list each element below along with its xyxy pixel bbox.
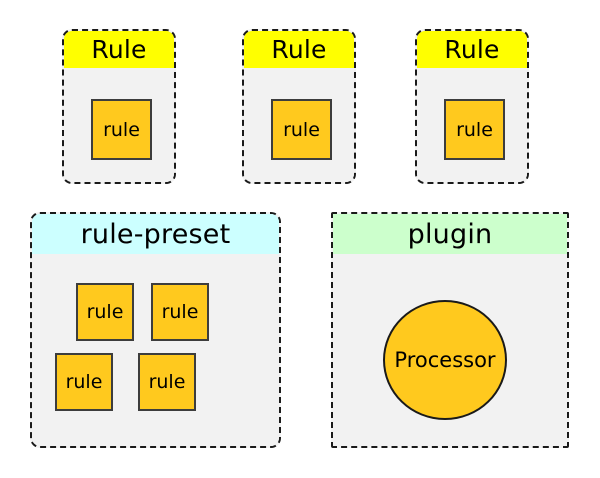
rule-card-1: Rule rule bbox=[62, 29, 176, 184]
rule-preset-node-2: rule bbox=[151, 283, 209, 341]
rule-card-1-node: rule bbox=[91, 99, 152, 160]
processor-node: Processor bbox=[383, 300, 507, 420]
rule-preset-node-1: rule bbox=[76, 283, 134, 341]
plugin-group: plugin Processor bbox=[331, 212, 569, 448]
rule-card-1-title: Rule bbox=[64, 31, 174, 68]
rule-card-3-title: Rule bbox=[417, 31, 527, 68]
rule-card-2-title: Rule bbox=[244, 31, 354, 68]
rule-preset-title: rule-preset bbox=[32, 214, 279, 254]
rule-preset-group: rule-preset rule rule rule rule bbox=[30, 212, 281, 448]
rule-preset-node-3: rule bbox=[55, 353, 113, 411]
rule-card-3-node: rule bbox=[444, 99, 505, 160]
plugin-title: plugin bbox=[333, 214, 567, 254]
rule-card-3: Rule rule bbox=[415, 29, 529, 184]
rule-card-2-node: rule bbox=[271, 99, 332, 160]
rule-preset-node-4: rule bbox=[138, 353, 196, 411]
rule-card-2: Rule rule bbox=[242, 29, 356, 184]
